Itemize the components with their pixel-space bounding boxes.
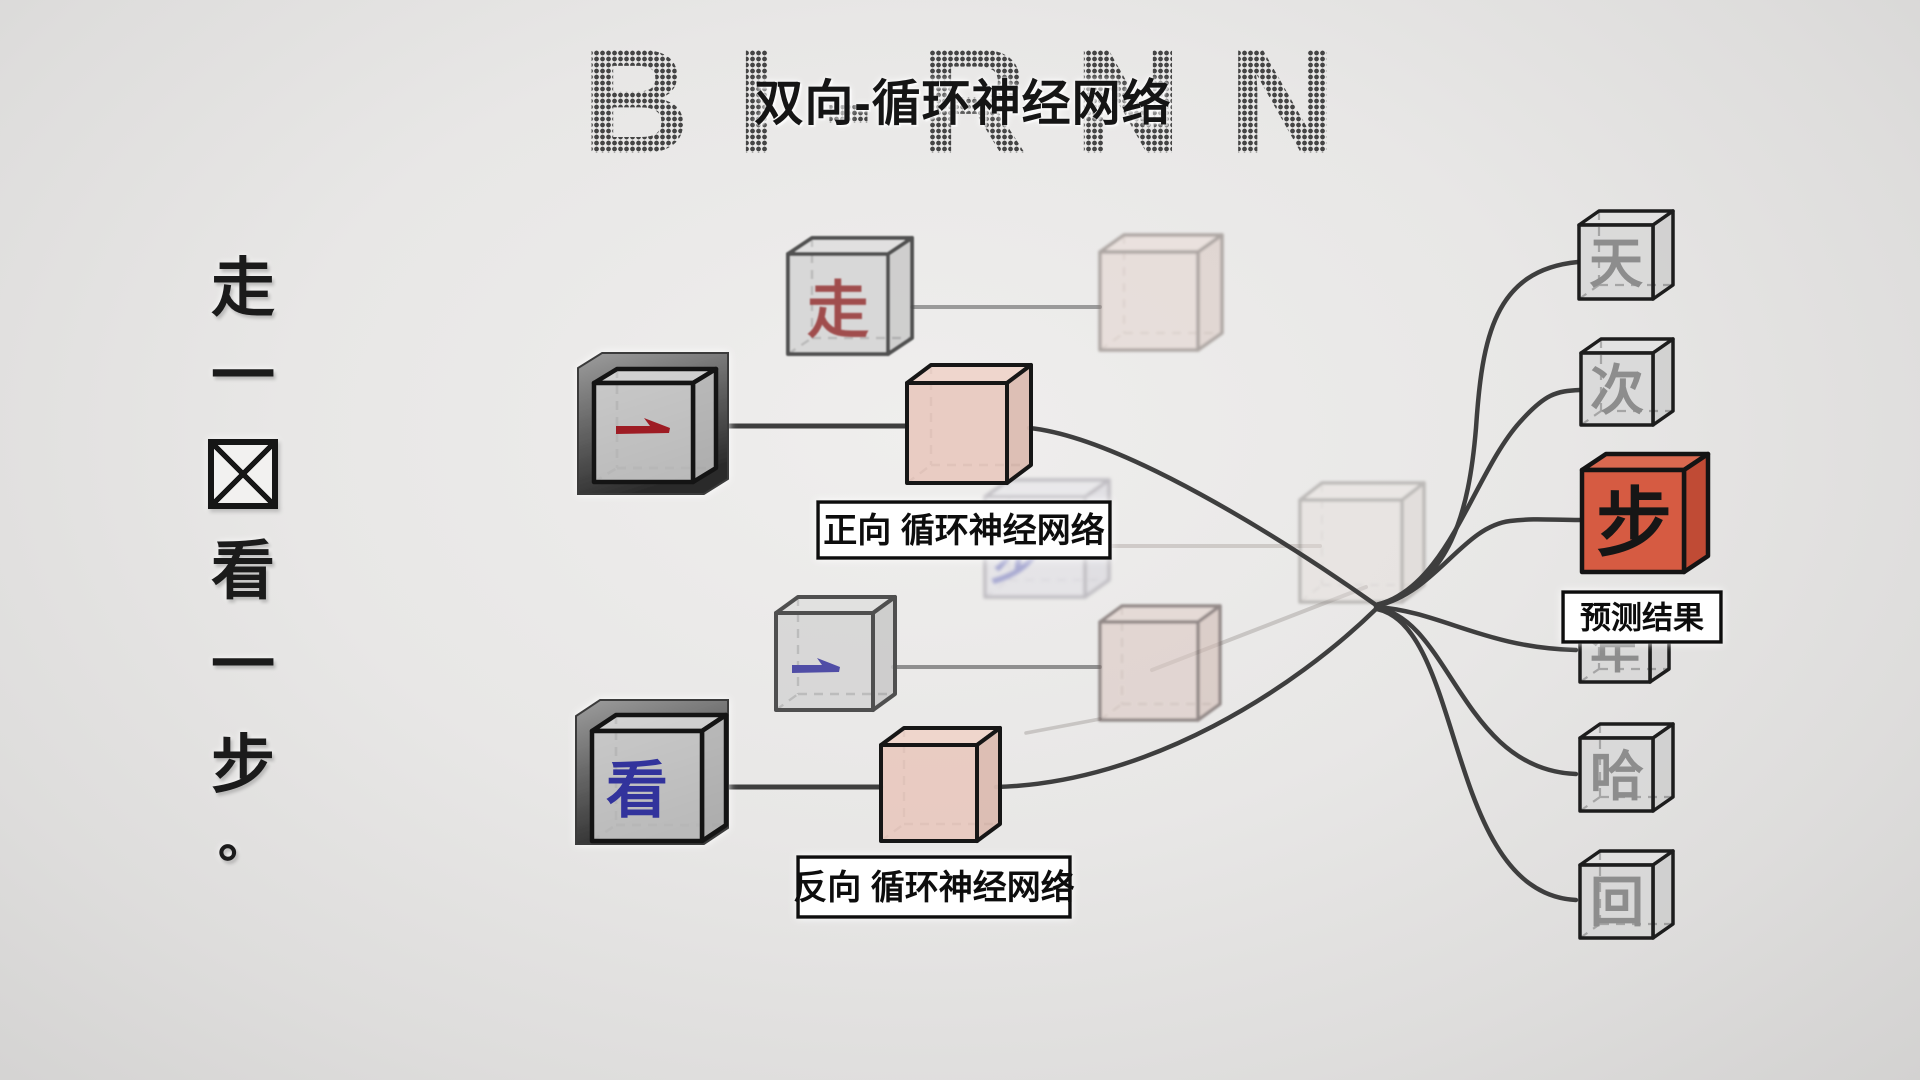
cube-top-hidden-right bbox=[1098, 233, 1224, 352]
curve-to-output-2 bbox=[1373, 517, 1583, 609]
char-output-5: 回 bbox=[1590, 870, 1644, 934]
faint-line-backward-to-hidden bbox=[1024, 717, 1102, 735]
cube-bottom-input bbox=[589, 712, 729, 844]
backward-rnn-label: 反向 循环神经网络 bbox=[793, 855, 1075, 919]
phrase-char-4: 一 bbox=[211, 628, 275, 703]
main-cubes-layer bbox=[575, 352, 1033, 845]
prediction-label: 预测结果 bbox=[1561, 590, 1723, 644]
cube-merge-hidden bbox=[1298, 481, 1426, 604]
cube-top-context-token bbox=[786, 236, 914, 356]
cube-forward-rnn-cell bbox=[905, 363, 1033, 485]
masked-character-box bbox=[208, 439, 278, 509]
char-top-input-stroke bbox=[616, 418, 670, 434]
char-output-2-predicted: 步 bbox=[1596, 479, 1672, 568]
curve-to-output-0 bbox=[1373, 259, 1581, 608]
phrase-period: 。 bbox=[218, 810, 268, 869]
char-output-0: 天 bbox=[1589, 231, 1643, 295]
page-title: 双向-循环神经网络 bbox=[754, 77, 1172, 131]
phrase-char-3: 看 bbox=[211, 534, 275, 609]
backward-rnn-label-text: 反向 循环神经网络 bbox=[793, 868, 1074, 907]
input-lines bbox=[697, 423, 910, 790]
cube-output-2-predicted bbox=[1579, 451, 1711, 575]
curve-to-output-1 bbox=[1373, 387, 1583, 608]
cube-top-input bbox=[591, 366, 719, 485]
char-top-context: 走 bbox=[807, 274, 869, 347]
char-output-1: 次 bbox=[1590, 358, 1644, 422]
cube-output-1 bbox=[1579, 337, 1675, 427]
char-bottom-input: 看 bbox=[606, 754, 668, 827]
context-lines bbox=[891, 305, 1102, 669]
forward-rnn-label-text: 正向 循环神经网络 bbox=[823, 511, 1104, 550]
phrase-char-0: 走 bbox=[211, 251, 275, 326]
curve-to-output-3 bbox=[1373, 604, 1579, 653]
char-bottom-context-stroke bbox=[792, 658, 840, 673]
cube-bottom-context-token bbox=[774, 595, 897, 712]
cube-output-5 bbox=[1578, 849, 1675, 940]
curve-to-output-5 bbox=[1374, 606, 1579, 903]
watermark-text: BI-RNN bbox=[581, 17, 1383, 185]
char-output-4: 哈 bbox=[1590, 744, 1644, 808]
cube-output-0 bbox=[1577, 209, 1675, 301]
curves bbox=[993, 259, 1583, 903]
phrase-char-5: 步 bbox=[211, 728, 275, 803]
curve-forward-to-merge bbox=[1026, 425, 1379, 608]
curve-backward-to-merge bbox=[993, 606, 1379, 790]
cube-backward-rnn-cell bbox=[879, 726, 1002, 843]
output-cubes-layer bbox=[1577, 209, 1711, 940]
diagram-labels: 正向 循环神经网络 反向 循环神经网络 预测结果 bbox=[793, 500, 1723, 919]
cube-output-4 bbox=[1578, 722, 1675, 813]
phrase-char-1: 一 bbox=[211, 339, 275, 414]
forward-rnn-label: 正向 循环神经网络 bbox=[816, 500, 1112, 560]
prediction-label-text: 预测结果 bbox=[1580, 601, 1704, 636]
cube-bottom-hidden-right bbox=[1098, 604, 1222, 722]
curve-to-output-4 bbox=[1374, 605, 1579, 777]
